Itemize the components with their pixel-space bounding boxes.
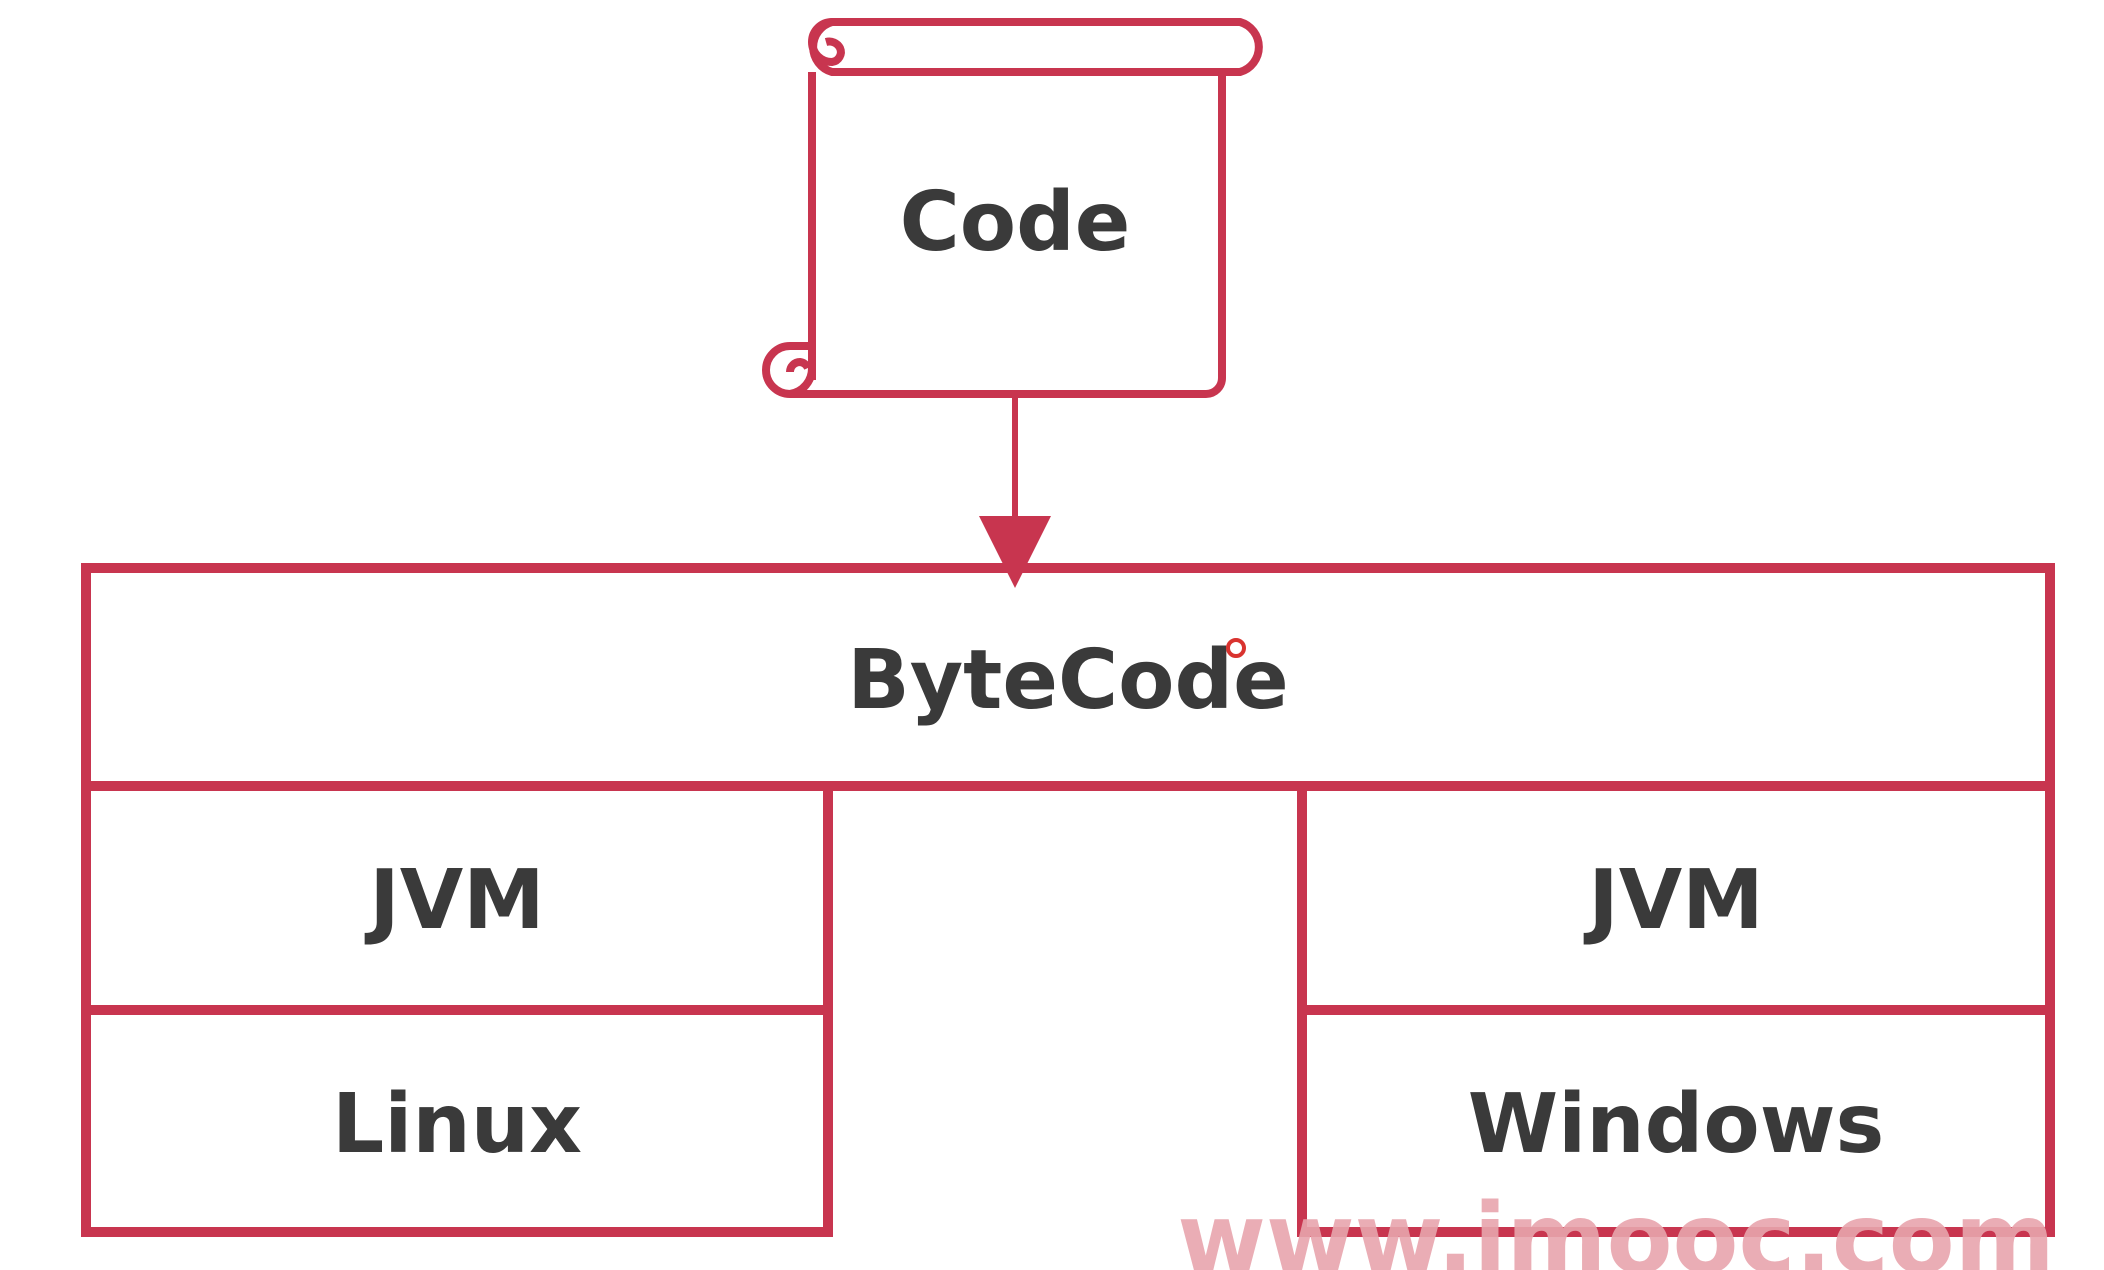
bytecode-label: ByteCode: [847, 633, 1289, 728]
scroll-top-roll: [809, 18, 1263, 76]
left-jvm-label: JVM: [364, 853, 545, 948]
left-os-box: [81, 1005, 833, 1237]
cursor-dot: [1226, 638, 1246, 658]
right-jvm-label: JVM: [1583, 853, 1764, 948]
scroll-body: [790, 72, 1226, 398]
left-os-label: Linux: [332, 1077, 582, 1172]
watermark-text: www.imooc.com: [1177, 1183, 2055, 1270]
right-os-box: [1297, 1005, 2055, 1237]
scroll-top-curl: [808, 18, 845, 66]
code-scroll: [762, 18, 1263, 398]
right-os-label: Windows: [1468, 1077, 1885, 1172]
scroll-bottom-curl: [762, 342, 817, 398]
left-stack: [81, 781, 833, 1237]
bytecode-box: [81, 563, 2055, 791]
code-label: Code: [900, 175, 1131, 270]
right-stack: [1297, 781, 2055, 1237]
